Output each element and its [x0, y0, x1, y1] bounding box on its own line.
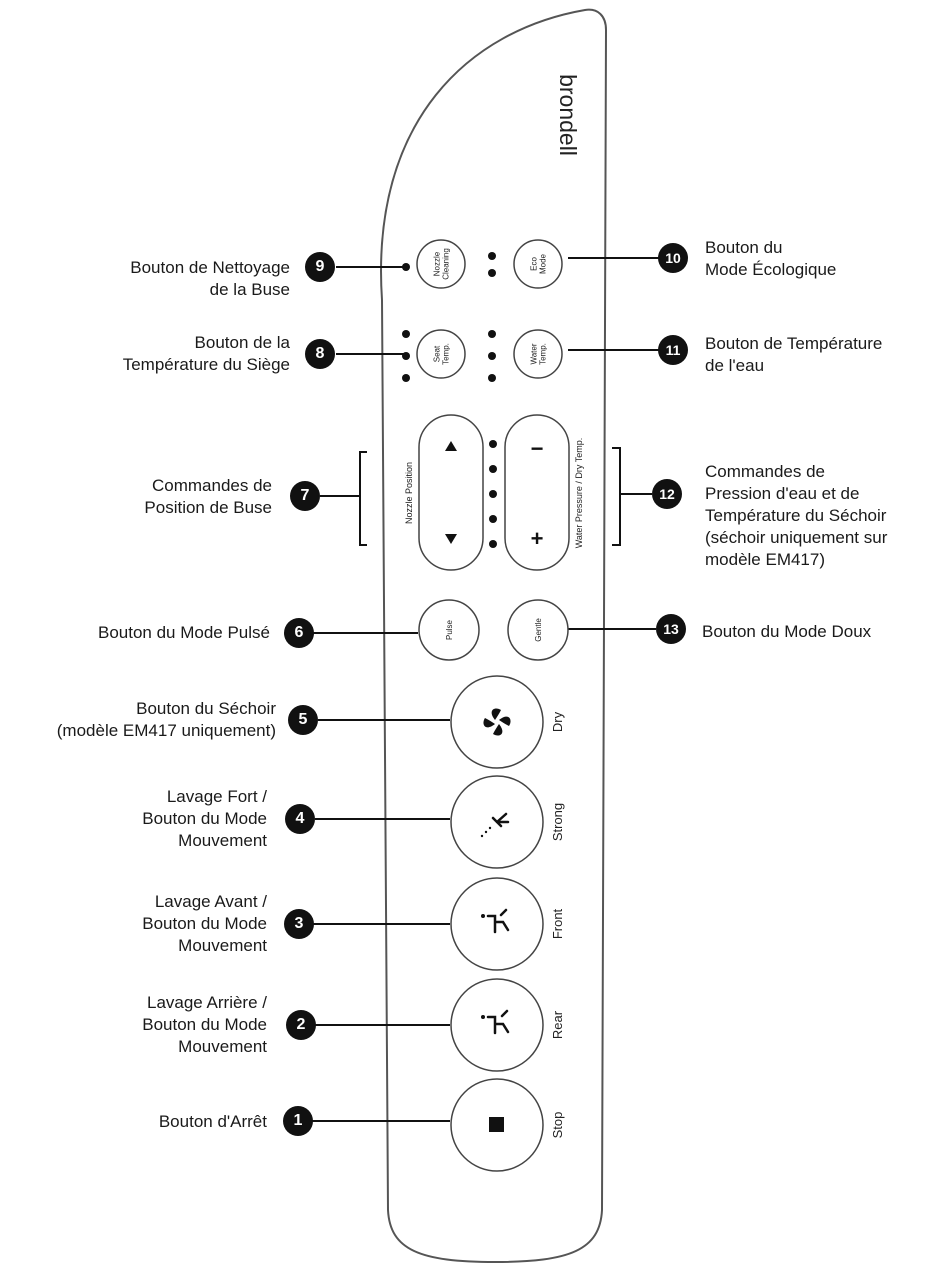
callout-text-10: Bouton du Mode Écologique — [705, 238, 837, 279]
callout-text-3: Lavage Avant / Bouton du Mode Mouvement — [142, 892, 267, 955]
callout-number-11: 11 — [658, 335, 688, 365]
callout-text-2: Lavage Arrière / Bouton du Mode Mouvemen… — [142, 993, 267, 1056]
front-button[interactable] — [450, 877, 544, 971]
callout-number-10: 10 — [658, 243, 688, 273]
gentle-label: Gentle — [534, 618, 543, 642]
callout-text-13: Bouton du Mode Doux — [702, 622, 872, 641]
strong-label: Strong — [550, 803, 565, 841]
callout-text-9: Bouton de Nettoyage de la Buse — [130, 258, 290, 299]
gentle-button[interactable] — [507, 599, 569, 661]
pulse-button[interactable] — [418, 599, 480, 661]
pressure-label: Water Pressure / Dry Temp. — [574, 438, 584, 549]
button-label-line: Seat — [433, 345, 442, 362]
button-label-line: Temp. — [539, 343, 548, 365]
nozzle-up-icon — [445, 441, 457, 451]
button-label-line: Nozzle — [433, 251, 442, 276]
callout-text-4: Lavage Fort / Bouton du Mode Mouvement — [142, 787, 267, 850]
callout-text-8: Bouton de la Température du Siège — [122, 333, 290, 374]
callout-text-11: Bouton de Température de l'eau — [705, 334, 883, 375]
callout-text-12: Commandes de Pression d'eau et de Tempér… — [705, 462, 888, 569]
callout-number-6: 6 — [284, 618, 314, 648]
button-label-line: Eco — [530, 257, 539, 271]
button-label-line: Cleaning — [442, 248, 451, 280]
leader-lines-right — [568, 257, 660, 630]
button-label-line: Pulse — [445, 619, 454, 640]
stop-icon — [489, 1117, 504, 1132]
pulse-label: Pulse — [445, 619, 454, 640]
seat-temp-button[interactable] — [416, 329, 466, 379]
callout-number-2: 2 — [286, 1010, 316, 1040]
button-label-line: Water — [530, 343, 539, 364]
callout-number-7: 7 — [290, 481, 320, 511]
callout-text-1: Bouton d'Arrêt — [158, 1112, 267, 1131]
callout-text-7: Commandes de Position de Buse — [144, 476, 272, 517]
leader-lines-left — [312, 266, 450, 1122]
callout-number-5: 5 — [288, 705, 318, 735]
fan-icon — [483, 708, 511, 736]
rear-wash-icon — [481, 1009, 510, 1035]
callout-text-5: Bouton du Séchoir (modèle EM417 uniqueme… — [56, 699, 276, 740]
indicator-dots — [402, 252, 497, 548]
callout-number-8: 8 — [305, 339, 335, 369]
minus-icon: − — [531, 436, 544, 461]
eco-mode-button[interactable] — [513, 239, 563, 289]
pressure-control[interactable] — [504, 414, 570, 571]
eco-mode-label: EcoMode — [530, 253, 548, 274]
callout-number-4: 4 — [285, 804, 315, 834]
bracket-right — [612, 447, 621, 546]
nozzle-position-label: Nozzle Position — [404, 462, 414, 524]
button-label-line: Gentle — [534, 618, 543, 642]
plus-icon: + — [531, 526, 544, 551]
stop-label: Stop — [550, 1112, 565, 1139]
callout-number-1: 1 — [283, 1106, 313, 1136]
callout-number-12: 12 — [652, 479, 682, 509]
remote-body — [380, 8, 608, 1264]
nozzle-cleaning-label: NozzleCleaning — [433, 248, 451, 280]
water-temp-label: WaterTemp. — [530, 343, 548, 365]
nozzle-position-control[interactable] — [418, 414, 484, 571]
callout-text-6: Bouton du Mode Pulsé — [97, 623, 270, 642]
dry-button[interactable] — [450, 675, 544, 769]
seat-temp-label: SeatTemp. — [433, 343, 451, 365]
button-label-line: Mode — [539, 253, 548, 274]
callout-number-9: 9 — [305, 252, 335, 282]
brand-logo: brondell — [555, 74, 581, 156]
dry-label: Dry — [550, 711, 565, 732]
strong-wash-icon — [480, 812, 510, 838]
callout-number-3: 3 — [284, 909, 314, 939]
nozzle-down-icon — [445, 534, 457, 544]
button-label-line: Temp. — [442, 343, 451, 365]
water-temp-button[interactable] — [513, 329, 563, 379]
bracket-left — [359, 451, 367, 546]
callout-number-13: 13 — [656, 614, 686, 644]
front-wash-icon — [481, 908, 510, 934]
front-label: Front — [550, 908, 565, 939]
nozzle-cleaning-button[interactable] — [416, 239, 466, 289]
rear-label: Rear — [550, 1010, 565, 1039]
